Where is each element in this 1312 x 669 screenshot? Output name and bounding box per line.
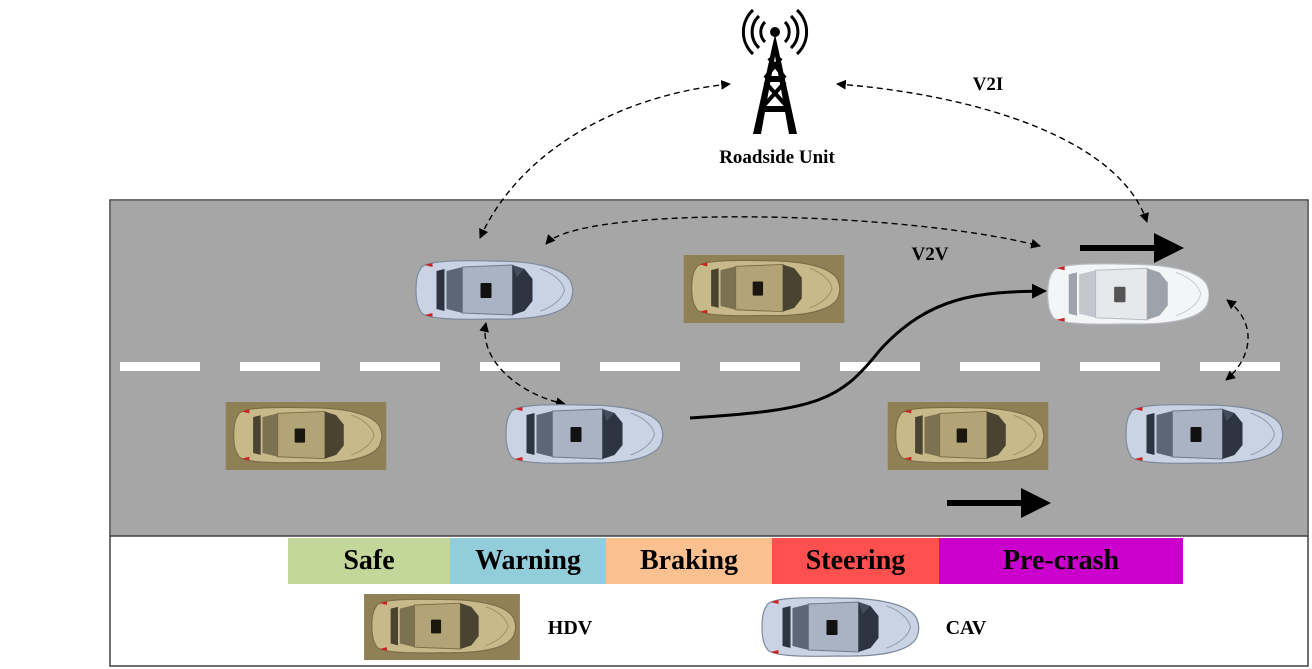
- cav-car-icon: [415, 260, 574, 320]
- legend-cav-car-icon: [761, 597, 920, 657]
- v2i-label: V2I: [973, 74, 1004, 95]
- v2v-link-vertical-right: [1225, 299, 1249, 381]
- stage-segment-steering: [772, 538, 939, 584]
- hdv-car-icon: [683, 255, 845, 323]
- stage-segment-pre-crash: [939, 538, 1183, 584]
- stage-segment-warning: [450, 538, 606, 584]
- stage-label-pre-crash: Pre-crash: [1003, 545, 1120, 576]
- cav-car-icon: [1125, 404, 1284, 464]
- stage-segment-braking: [606, 538, 772, 584]
- v2i-link-right: [836, 79, 1149, 223]
- legend-hdv-car-icon: [363, 594, 521, 660]
- stage-label-steering: Steering: [806, 545, 906, 576]
- legend-hdv-label: HDV: [548, 617, 593, 639]
- v2i-link-left: [479, 80, 731, 239]
- hdv-car-icon: [887, 402, 1049, 470]
- v2v-label: V2V: [912, 244, 949, 265]
- stage-label-braking: Braking: [640, 545, 738, 576]
- legend-cav-label: CAV: [946, 617, 987, 639]
- cav-car-icon: [505, 404, 664, 464]
- roadside-unit-tower-icon: [741, 8, 809, 136]
- risk-stage-bar: Safe Warning Braking Steering Pre-crash: [288, 538, 1183, 584]
- v2v-link-top: [545, 216, 1041, 249]
- lane-change-trajectory: [689, 283, 1047, 420]
- hdv-car-icon: [225, 402, 387, 470]
- stage-segment-safe: [288, 538, 450, 584]
- stage-label-warning: Warning: [475, 545, 581, 576]
- roadside-unit-label: Roadside Unit: [719, 147, 835, 168]
- stage-label-safe: Safe: [343, 545, 394, 576]
- cav-white-car-icon: [1046, 263, 1209, 325]
- v2v-link-vertical-left: [479, 322, 566, 408]
